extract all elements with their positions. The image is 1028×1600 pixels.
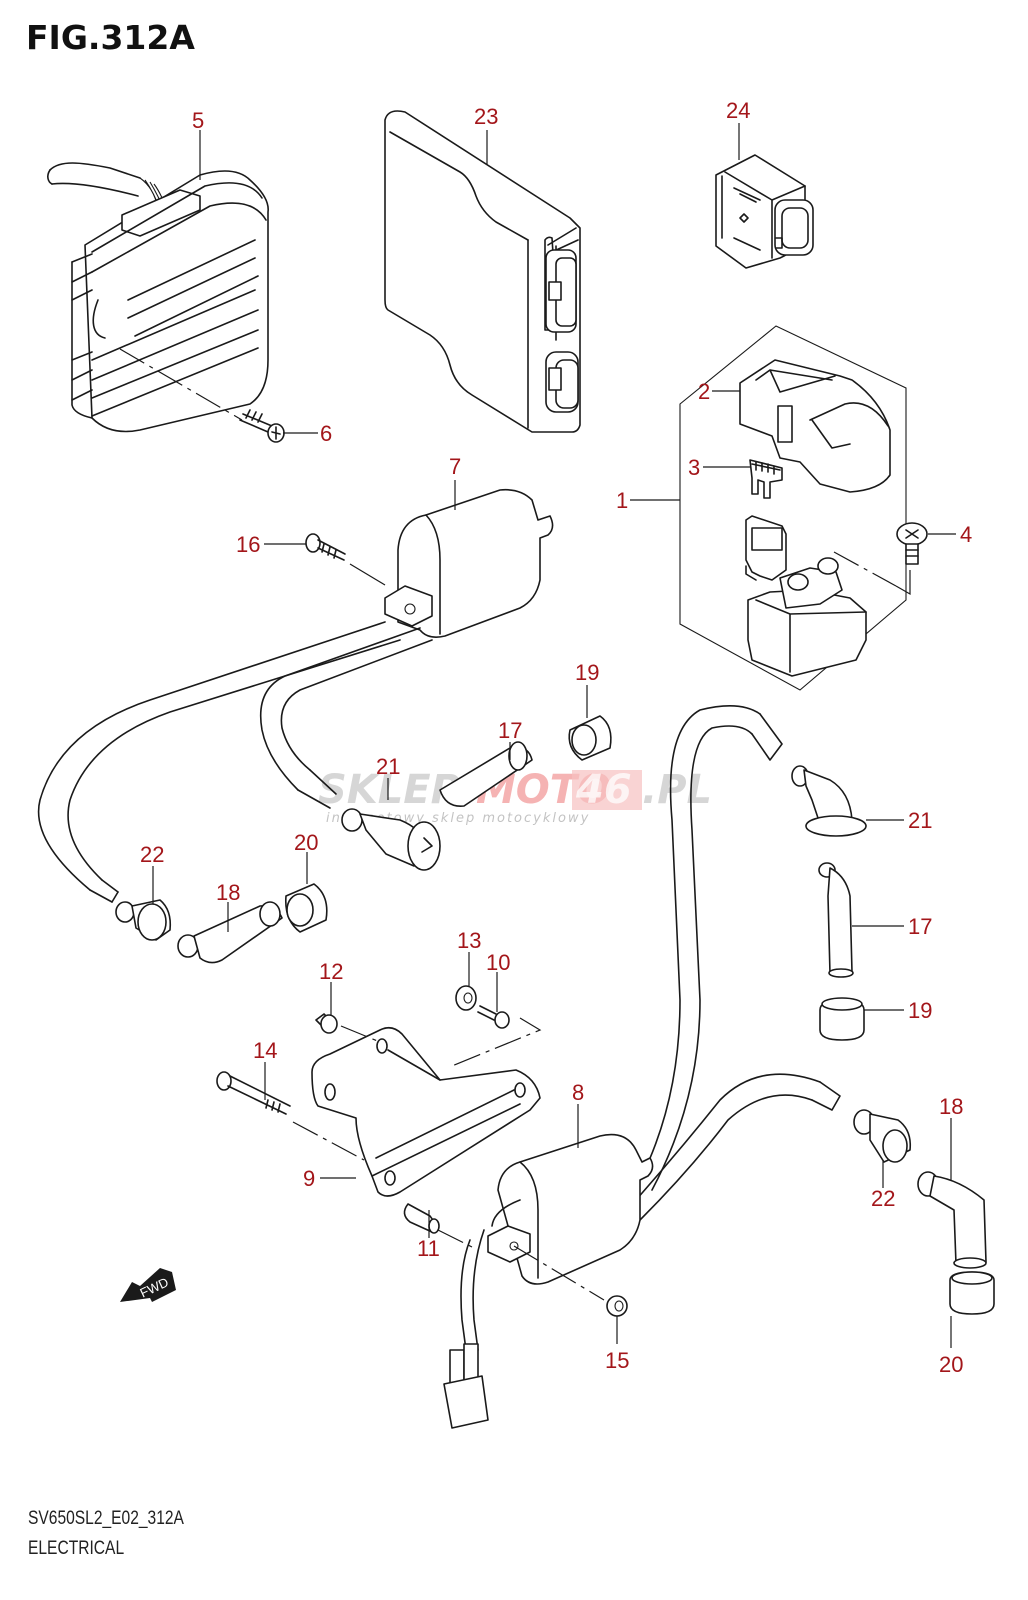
high-tension-lead-2 — [635, 705, 841, 1221]
part-plug-cap-18-left[interactable] — [177, 901, 283, 964]
fastener-line — [513, 1245, 605, 1301]
figure-name: ELECTRICAL — [28, 1538, 125, 1559]
part-seal-cap-20-right[interactable] — [949, 1271, 995, 1315]
callout-9: 9 — [303, 1166, 315, 1191]
callout-14: 14 — [253, 1038, 277, 1063]
callout-11: 11 — [417, 1236, 440, 1261]
callout-24: 24 — [726, 98, 750, 123]
high-tension-lead-1 — [37, 621, 433, 903]
callout-21-left: 21 — [376, 754, 400, 779]
callout-6: 6 — [320, 421, 332, 446]
part-coil-connector[interactable] — [443, 1343, 489, 1429]
figure-title: FIG.312A — [26, 18, 195, 57]
leader-lines — [152, 123, 956, 1348]
part-seal-cap-19-right[interactable] — [819, 997, 865, 1041]
part-ignition-coil-1[interactable] — [384, 488, 554, 638]
part-collar-12[interactable] — [315, 1013, 338, 1034]
fastener-line — [340, 1025, 381, 1043]
part-ignition-coil-2[interactable] — [460, 1133, 654, 1351]
watermark: SKLEP MOTO 46 .PL internetowy sklep moto… — [318, 767, 712, 826]
callout-21-right: 21 — [908, 808, 932, 833]
fastener-line — [833, 551, 897, 587]
part-spacer-11[interactable] — [403, 1203, 440, 1234]
part-nut-15[interactable] — [606, 1295, 628, 1317]
callout-4: 4 — [960, 522, 972, 547]
part-starter-relay[interactable] — [745, 515, 867, 677]
part-plug-cap-17-right[interactable] — [818, 862, 854, 978]
part-bolt-16[interactable] — [305, 533, 346, 561]
part-regulator-rectifier[interactable] — [47, 162, 269, 433]
part-grommet-13[interactable] — [455, 985, 477, 1011]
part-plug-cap-22-right[interactable] — [853, 1109, 912, 1163]
watermark-number: 46 — [575, 767, 632, 813]
figure-code: SV650SL2_E02_312A — [28, 1508, 184, 1529]
callout-17-left: 17 — [498, 718, 522, 743]
callout-23: 23 — [474, 104, 498, 129]
callout-12: 12 — [319, 959, 343, 984]
callout-10: 10 — [486, 950, 510, 975]
callout-18-right: 18 — [939, 1094, 963, 1119]
part-plug-cap-18-right[interactable] — [917, 1171, 987, 1269]
part-bolt-14[interactable] — [216, 1071, 291, 1115]
watermark-suffix: .PL — [642, 767, 712, 813]
callout-2: 2 — [698, 379, 710, 404]
part-seal-cap-20-left[interactable] — [284, 883, 328, 933]
callout-22-left: 22 — [140, 842, 164, 867]
fastener-line — [292, 1121, 365, 1161]
watermark-brand-gray: SKLEP — [318, 767, 460, 813]
part-fuse[interactable] — [749, 459, 783, 499]
callout-20-left: 20 — [294, 830, 318, 855]
callout-1: 1 — [616, 488, 628, 513]
part-screw-4[interactable] — [896, 522, 928, 565]
part-bracket[interactable] — [311, 1026, 541, 1197]
part-plug-cap-21-right[interactable] — [791, 765, 867, 837]
part-screw-10[interactable] — [477, 1005, 510, 1029]
callout-8: 8 — [572, 1080, 584, 1105]
callout-22-right: 22 — [871, 1186, 895, 1211]
part-plug-cap-22-left[interactable] — [115, 899, 172, 941]
watermark-badge — [572, 770, 642, 810]
callout-18-left: 18 — [216, 880, 240, 905]
part-bolt-6[interactable] — [239, 409, 285, 443]
callout-19-right: 19 — [908, 998, 932, 1023]
callout-15: 15 — [605, 1348, 629, 1373]
fastener-line — [451, 1017, 542, 1067]
fastener-line — [119, 348, 243, 421]
callout-16: 16 — [236, 532, 260, 557]
fastener-line — [437, 1229, 475, 1249]
part-relay[interactable] — [715, 154, 814, 269]
fastener-line — [349, 563, 386, 586]
callout-19-left: 19 — [575, 660, 599, 685]
part-plug-cap-21-left[interactable] — [341, 808, 441, 871]
callouts: 5 6 23 24 2 3 1 4 7 16 19 17 21 21 17 19… — [140, 98, 972, 1377]
part-seal-cap-19-left[interactable] — [568, 715, 612, 761]
part-ecm[interactable] — [384, 110, 581, 433]
part-plug-cap-17-left[interactable] — [439, 741, 533, 807]
callout-13: 13 — [457, 928, 481, 953]
callout-3: 3 — [688, 455, 700, 480]
forward-arrow-icon: FWD — [120, 1268, 176, 1302]
fastener-line — [895, 570, 911, 596]
part-relay-cover[interactable] — [739, 359, 891, 493]
callout-5: 5 — [192, 108, 204, 133]
callout-7: 7 — [449, 454, 461, 479]
assembly-boundary — [679, 325, 907, 691]
callout-20-right: 20 — [939, 1352, 963, 1377]
callout-17-right: 17 — [908, 914, 932, 939]
